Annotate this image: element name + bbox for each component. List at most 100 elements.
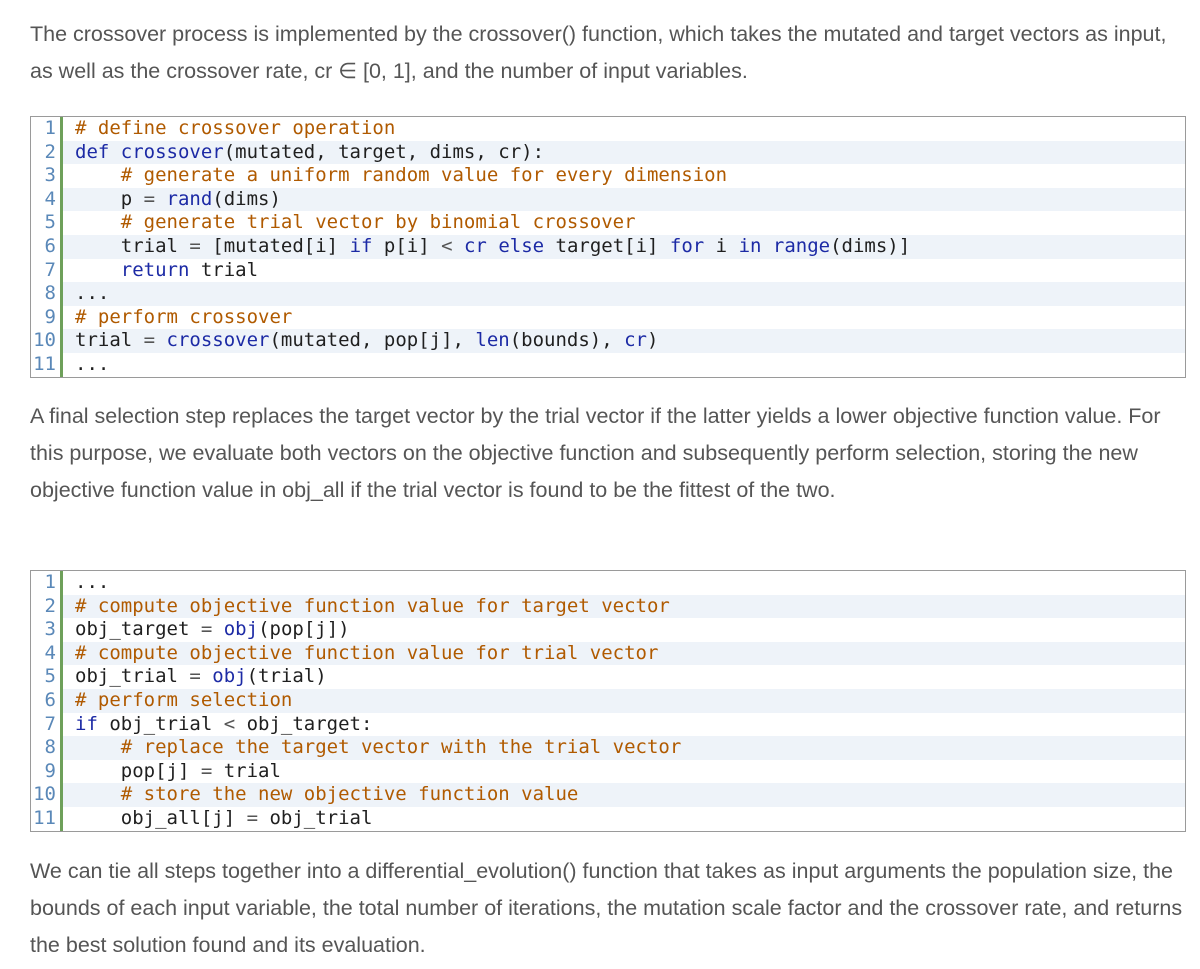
code-text: # define crossover operation [63,117,1185,141]
line-number: 5 [31,665,63,689]
code-token [75,211,121,233]
code-line: 6 # perform selection [31,688,1185,713]
code-token: # generate trial vector by binomial cros… [120,211,636,234]
code-token: # generate a uniform random value for ev… [120,164,728,187]
code-token: target[i] [555,234,670,257]
code-token: else [498,234,556,257]
code-text: # store the new objective function value [63,783,1185,807]
code-token: (trial) [246,665,327,688]
code-text: def crossover(mutated, target, dims, cr)… [63,140,1185,165]
line-number: 1 [31,117,63,141]
line-number: 8 [31,282,63,306]
code-token: obj_target: [246,712,373,735]
code-text: obj_trial = obj(trial) [63,665,1185,689]
line-number: 6 [31,688,63,713]
code-line: 6 trial = [mutated[i] if p[i] < cr else … [31,234,1185,259]
code-token: i [715,234,739,257]
code-text: ... [63,571,1185,595]
line-number: 5 [31,211,63,235]
code-token: trial [200,258,259,281]
paragraph-selection-intro: A final selection step replaces the targ… [30,404,1161,502]
code-token: ... [75,571,110,593]
paragraph-differential-evolution-intro: We can tie all steps together into a dif… [30,859,1183,957]
code-token: = [200,759,224,782]
line-number: 9 [31,305,63,330]
code-text: ... [63,282,1185,306]
code-token: trial [75,329,144,352]
line-number: 3 [31,618,63,642]
line-number: 11 [31,806,63,831]
code-token: (pop[j]) [258,618,350,641]
line-number: 8 [31,736,63,760]
code-token: ... [75,282,110,305]
code-text: # compute objective function value for t… [63,594,1185,619]
code-token: (mutated, pop[j], [269,329,476,352]
code-line: 1 # define crossover operation [31,117,1185,141]
code-line: 7 return trial [31,258,1185,283]
code-token: [mutated[i] [212,234,350,257]
code-token: obj [223,618,259,641]
code-token: obj_trial [269,806,373,829]
code-token: obj_all[j] [75,806,247,829]
line-number: 7 [31,258,63,283]
line-number: 11 [31,352,63,377]
code-line: 11... [31,352,1185,377]
line-number: 1 [31,571,63,595]
code-token: def [75,140,121,163]
code-text: obj_target = obj(pop[j]) [63,618,1185,642]
code-text: # generate a uniform random value for ev… [63,164,1185,188]
code-token: p [75,187,144,210]
code-line: 1... [31,571,1185,595]
code-line: 7 if obj_trial < obj_target: [31,712,1185,737]
code-token: for [669,234,716,257]
line-number: 3 [31,164,63,188]
line-number: 7 [31,712,63,737]
code-token: obj_trial [109,712,224,735]
line-number: 6 [31,234,63,259]
code-token: < [441,234,464,257]
code-line: 3 # generate a uniform random value for … [31,164,1185,188]
code-token: return [120,258,201,281]
code-text: # generate trial vector by binomial cros… [63,211,1185,235]
code-token: p[i] [383,234,442,257]
code-token: trial [223,759,281,782]
code-token: # replace the target vector with the tri… [120,736,682,759]
code-text: trial = [mutated[i] if p[i] < cr else ta… [63,234,1185,259]
code-token: obj [212,665,247,688]
code-token: crossover [166,329,270,352]
line-number: 9 [31,759,63,784]
code-token: if [75,712,110,735]
code-token: # perform selection [75,688,293,711]
code-line: 11 obj_all[j] = obj_trial [31,806,1185,831]
paragraph-crossover-intro: The crossover process is implemented by … [30,22,1167,83]
code-token [75,783,121,805]
code-token: (dims)] [830,234,911,257]
code-line: 5 # generate trial vector by binomial cr… [31,211,1185,235]
code-token: < [223,712,247,735]
code-token: obj_target [75,618,201,641]
code-token: = [143,187,167,210]
code-token: = [189,665,213,688]
line-number: 2 [31,594,63,619]
code-token: # store the new objective function value [120,783,579,806]
code-line: 8... [31,282,1185,306]
line-number: 2 [31,140,63,165]
code-token: pop[j] [75,759,201,782]
code-token: cr [463,234,499,257]
code-token: rand [166,187,213,210]
code-token: # define crossover operation [75,117,396,139]
code-text: # perform crossover [63,305,1185,330]
code-token: # perform crossover [75,305,293,328]
code-text: # replace the target vector with the tri… [63,736,1185,760]
code-token: obj_trial [75,665,190,688]
code-token: (bounds), [509,329,625,352]
code-token [75,736,121,758]
code-line: 9 # perform crossover [31,305,1185,330]
code-token: if [349,234,384,257]
